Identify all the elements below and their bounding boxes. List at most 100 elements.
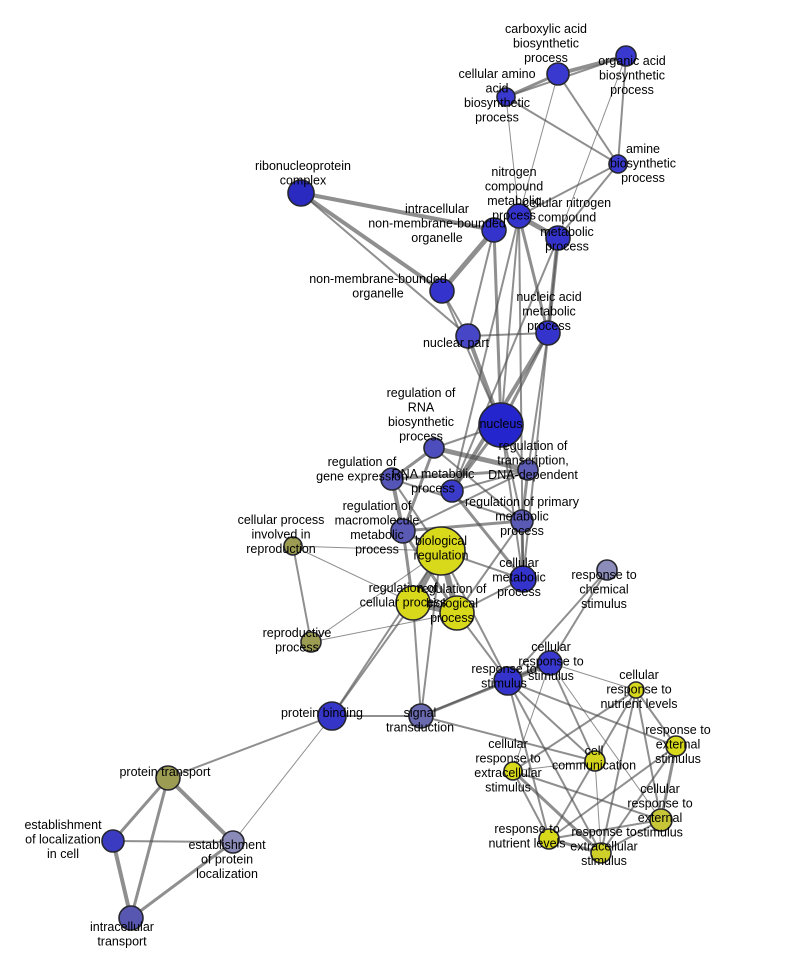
node-signal_transduction[interactable] (408, 703, 434, 729)
node-carboxylic_acid[interactable] (546, 62, 570, 86)
edge-protein_transport--est_protein_local[interactable] (166, 776, 235, 844)
edge-reg_transcription--reg_macromol[interactable] (402, 469, 529, 532)
edge-reg_cell_process--protein_binding[interactable] (331, 602, 414, 717)
edge-cell_nitrogen--rna_metabolic[interactable] (451, 237, 559, 492)
edge-nucleic_acid--nuclear_part[interactable] (467, 332, 549, 337)
edge-resp_extracell--cell_resp_extracell[interactable] (511, 769, 603, 855)
edge-reg_rna_biosyn--reg_transcription[interactable] (431, 445, 531, 473)
edge-rna_metabolic--cell_metabolic[interactable] (450, 489, 525, 581)
edge-biol_regulation--protein_binding[interactable] (331, 550, 442, 717)
node-nitrogen_compound[interactable] (506, 203, 532, 229)
edge-rnp_complex--nmb_organelle[interactable] (299, 191, 444, 293)
edge-protein_binding--protein_transport[interactable] (167, 715, 333, 779)
edge-rna_metabolic--reg_transcription[interactable] (451, 469, 529, 492)
edge-cell_resp_stimulus--cell_resp_extracell[interactable] (512, 662, 551, 772)
edge-nucleus--cell_metabolic[interactable] (500, 424, 524, 580)
edge-cell_resp_stimulus--signal_transduction[interactable] (420, 662, 551, 717)
node-reg_transcription[interactable] (517, 459, 539, 481)
edge-cell_proc_reprod--reprod_process[interactable] (292, 545, 312, 643)
node-reg_rna_biosyn[interactable] (423, 437, 445, 459)
node-cell_resp_extracell[interactable] (503, 761, 523, 781)
node-reg_biol_process[interactable] (439, 595, 475, 631)
node-cell_communication[interactable] (584, 750, 606, 772)
edge-cell_resp_stimulus--resp_chemical[interactable] (549, 569, 608, 664)
edge-nitrogen_compound--rna_metabolic[interactable] (451, 215, 520, 492)
node-reg_macromol[interactable] (390, 518, 416, 544)
node-protein_transport[interactable] (155, 765, 181, 791)
edge-organic_acid--cell_nitrogen[interactable] (557, 55, 627, 239)
node-cell_nitrogen[interactable] (545, 225, 571, 251)
edge-reg_transcription--reg_gene_expr[interactable] (390, 468, 530, 481)
edge-intracell_organelle--nmb_organelle[interactable] (439, 227, 497, 294)
edge-cell_resp_stimulus--cell_communication[interactable] (549, 662, 596, 762)
node-nucleus[interactable] (478, 402, 524, 448)
edge-est_protein_local--protein_binding[interactable] (232, 715, 333, 843)
node-resp_external[interactable] (665, 735, 687, 757)
edge-intracell_organelle--nucleus[interactable] (492, 228, 503, 427)
edge-signal_transduction--cell_communication[interactable] (420, 715, 596, 762)
edge-cell_resp_nutrient--cell_resp_external[interactable] (635, 689, 662, 821)
node-resp_chemical[interactable] (596, 559, 618, 581)
edge-amino_acid--nitrogen_compound[interactable] (505, 96, 520, 217)
node-nucleic_acid[interactable] (535, 320, 561, 346)
edge-cell_resp_stimulus--cell_resp_nutrient[interactable] (549, 662, 637, 691)
node-reprod_process[interactable] (300, 631, 322, 653)
node-rna_metabolic[interactable] (440, 479, 464, 503)
node-cell_metabolic[interactable] (509, 565, 537, 593)
edge-protein_transport--est_local_cell[interactable] (111, 776, 170, 843)
node-reg_cell_process[interactable] (395, 585, 431, 621)
edge-resp_nutrient--cell_resp_extracell[interactable] (512, 770, 550, 840)
node-amino_acid[interactable] (496, 87, 516, 107)
node-amine[interactable] (608, 154, 628, 174)
edge-cell_resp_nutrient--cell_resp_extracell[interactable] (512, 689, 637, 772)
node-intracell_organelle[interactable] (481, 217, 507, 243)
node-est_local_cell[interactable] (101, 829, 125, 853)
edge-carboxylic_acid--amine[interactable] (557, 73, 619, 165)
edge-resp_nutrient--cell_resp_external[interactable] (548, 819, 662, 840)
node-resp_extracell[interactable] (590, 842, 612, 864)
node-cell_resp_nutrient[interactable] (627, 681, 645, 699)
edge-resp_external--resp_extracell[interactable] (600, 745, 677, 854)
node-est_protein_local[interactable] (221, 830, 245, 854)
node-cell_proc_reprod[interactable] (283, 536, 303, 556)
edge-est_protein_local--intracell_transport[interactable] (129, 840, 235, 920)
edge-protein_transport--intracell_transport[interactable] (129, 776, 170, 920)
edge-nucleic_acid--reg_transcription[interactable] (527, 332, 549, 471)
edge-amine--nitrogen_compound[interactable] (518, 163, 619, 217)
node-cell_resp_stimulus[interactable] (537, 650, 563, 676)
edge-resp_stimulus--cell_communication[interactable] (507, 680, 596, 762)
node-nuclear_part[interactable] (455, 323, 481, 349)
edge-biol_regulation--reprod_process[interactable] (310, 550, 442, 643)
node-cell_resp_external[interactable] (649, 808, 673, 832)
edge-organic_acid--amine[interactable] (617, 55, 627, 165)
edge-cell_communication--resp_extracell[interactable] (594, 760, 602, 854)
edge-nitrogen_compound--nucleic_acid[interactable] (517, 214, 550, 335)
edge-amino_acid--amine[interactable] (505, 96, 619, 165)
edge-carboxylic_acid--nitrogen_compound[interactable] (518, 73, 559, 217)
node-resp_nutrient[interactable] (538, 828, 560, 850)
edge-rnp_complex--nuclear_part[interactable] (300, 192, 469, 337)
node-organic_acid[interactable] (615, 45, 637, 67)
edge-resp_stimulus--resp_extracell[interactable] (507, 680, 602, 854)
edge-nitrogen_compound--nucleus[interactable] (500, 215, 520, 426)
node-reg_gene_expr[interactable] (380, 467, 404, 491)
edge-rnp_complex--intracell_organelle[interactable] (299, 191, 496, 232)
edge-cell_resp_nutrient--resp_extracell[interactable] (600, 689, 637, 854)
edge-est_local_cell--intracell_transport[interactable] (111, 839, 133, 920)
node-protein_binding[interactable] (317, 701, 347, 731)
edge-resp_stimulus--resp_chemical[interactable] (507, 569, 608, 682)
edge-resp_external--cell_resp_external[interactable] (659, 744, 678, 822)
edge-reg_macromol--reg_primary[interactable] (401, 519, 524, 533)
edge-cell_resp_nutrient--resp_external[interactable] (635, 689, 677, 747)
edge-reg_rna_biosyn--reg_macromol[interactable] (401, 446, 436, 533)
node-intracell_transport[interactable] (118, 905, 144, 931)
edge-reprod_process--reg_biol_process[interactable] (310, 612, 458, 643)
node-reg_primary[interactable] (510, 509, 534, 533)
edge-amine--cell_nitrogen[interactable] (557, 163, 619, 239)
edge-est_local_cell--est_protein_local[interactable] (112, 840, 234, 843)
edge-intracell_organelle--nuclear_part[interactable] (467, 229, 495, 337)
node-nmb_organelle[interactable] (429, 278, 455, 304)
edge-cell_proc_reprod--reg_cell_process[interactable] (292, 545, 414, 604)
edge-cell_communication--cell_resp_extracell[interactable] (512, 760, 596, 772)
